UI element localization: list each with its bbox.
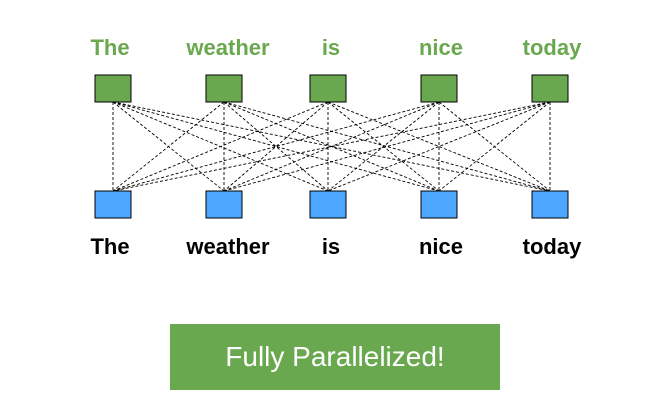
connection-line-3-0	[112, 101, 440, 192]
connection-line-3-2	[327, 101, 440, 192]
bottom-word-nice: nice	[419, 234, 463, 259]
connection-line-4-3	[438, 101, 551, 192]
top-node-is	[309, 74, 347, 103]
bottom-node-weather	[205, 190, 243, 219]
connection-line-2-1	[223, 101, 329, 192]
top-word-nice: nice	[419, 35, 463, 60]
top-word-is: is	[322, 35, 340, 60]
top-node-nice	[420, 74, 458, 103]
connection-line-1-4	[223, 101, 551, 192]
bottom-word-today: today	[523, 234, 582, 259]
bottom-row: The weather is nice today	[90, 190, 582, 259]
connection-line-1-0	[112, 101, 225, 192]
connection-line-0-3	[112, 101, 440, 192]
bottom-node-nice	[420, 190, 458, 219]
bottom-node-is	[309, 190, 347, 219]
top-node-weather	[205, 74, 243, 103]
top-row: The weather is nice today	[90, 35, 582, 103]
top-word-the: The	[90, 35, 129, 60]
bottom-node-today	[531, 190, 569, 219]
connection-line-4-1	[223, 101, 551, 192]
top-word-today: today	[523, 35, 582, 60]
bottom-word-weather: weather	[185, 234, 270, 259]
fully-parallelized-banner: Fully Parallelized!	[170, 324, 500, 390]
top-node-the	[94, 74, 132, 103]
bottom-word-is: is	[322, 234, 340, 259]
bottom-node-the	[94, 190, 132, 219]
connection-line-1-2	[223, 101, 329, 192]
connection-line-4-0	[112, 101, 551, 192]
connection-lines	[112, 101, 551, 192]
connection-line-2-0	[112, 101, 329, 192]
top-node-today	[531, 74, 569, 103]
bottom-word-the: The	[90, 234, 129, 259]
top-word-weather: weather	[185, 35, 270, 60]
